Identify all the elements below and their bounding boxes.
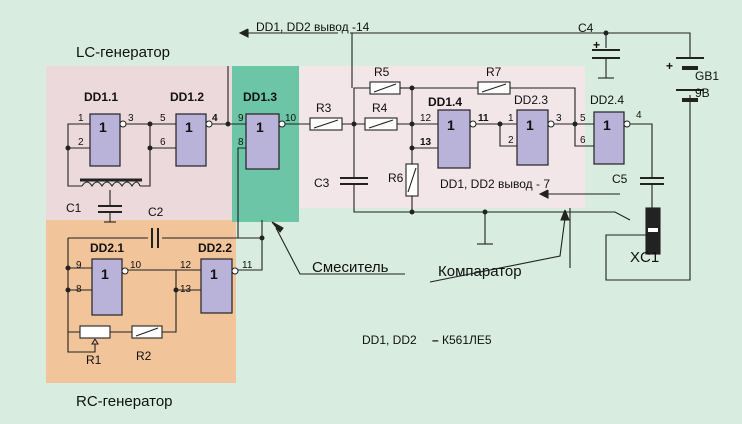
gate-symbol: 1 [603, 117, 611, 133]
pin-number: 10 [285, 113, 297, 124]
gate-dd2-3: 1 [516, 109, 555, 166]
pin-number: 12 [180, 260, 192, 271]
gate-symbol: 1 [526, 117, 534, 133]
label-c5: C5 [612, 172, 628, 186]
gate-symbol: 1 [256, 119, 264, 135]
gate-label-dd1-4: DD1.4 [428, 95, 462, 109]
label-c4-plus: + [593, 38, 600, 52]
gate-dd1-3: 1 [245, 113, 286, 170]
label-gb1: GB1 [695, 69, 719, 83]
pin-number: 3 [128, 113, 134, 124]
label-xc1: XC1 [630, 249, 659, 266]
pin-number: 5 [160, 113, 166, 124]
pin-number: 13 [180, 284, 192, 295]
pin-number: 5 [580, 113, 586, 124]
pin-number: 4 [636, 110, 642, 121]
pin-number: 3 [556, 113, 562, 124]
gate-label-dd1-1: DD1.1 [84, 90, 118, 104]
label-c1: C1 [66, 201, 82, 215]
label-r1: R1 [86, 353, 102, 367]
label-c3: C3 [314, 176, 330, 190]
gate-label-dd1-2: DD1.2 [170, 90, 204, 104]
pin-number: 10 [130, 260, 142, 271]
pin-number: 13 [420, 137, 432, 148]
gate-label-dd2-1: DD2.1 [90, 241, 124, 255]
pin-number: 8 [76, 284, 82, 295]
gate-dd2-1: 1 [91, 258, 129, 316]
label-gb1-voltage: 9В [695, 86, 710, 100]
junction-dots [65, 30, 609, 293]
ground-pin-note: DD1, DD2 вывод - 7 [440, 177, 550, 191]
gate-label-dd2-4: DD2.4 [590, 93, 624, 107]
pin-number: 2 [78, 137, 84, 148]
pin-number: 1 [508, 113, 514, 124]
pin-number: 4 [212, 113, 218, 124]
label-c2: C2 [148, 205, 164, 219]
label-r5: R5 [374, 65, 390, 79]
gate-label-dd2-3: DD2.3 [514, 93, 548, 107]
pin-number: 6 [160, 137, 166, 148]
pin-number: 9 [238, 113, 244, 124]
gate-dd1-4: 1 [437, 109, 477, 169]
label-r4: R4 [372, 101, 388, 115]
pin-number: 11 [478, 113, 489, 124]
label-r7: R7 [486, 65, 502, 79]
gate-label-dd1-3: DD1.3 [243, 90, 277, 104]
mixer-title: Смеситель [312, 259, 389, 276]
label-c4: C4 [578, 21, 594, 35]
label-gb1-plus: + [666, 59, 673, 73]
gate-dd1-1: 1 [89, 113, 127, 167]
gate-dd2-4: 1 [593, 111, 631, 165]
chip-type-prefix: DD1, DD2 [362, 333, 417, 347]
label-r2: R2 [136, 349, 152, 363]
pin-numbers: 1 2 3 5 6 4 9 8 10 12 13 11 1 2 3 5 6 4 … [76, 110, 642, 295]
gate-symbol: 1 [447, 117, 455, 133]
comparator-title: Компаратор [438, 263, 522, 280]
pin-number: 11 [242, 260, 253, 271]
chip-type: К561ЛЕ5 [442, 333, 492, 347]
gate-symbol: 1 [185, 119, 193, 135]
gate-dd2-2: 1 [200, 258, 239, 314]
gate-symbol: 1 [99, 119, 107, 135]
pin-number: 1 [78, 113, 84, 124]
rc-generator-title: RC-генератор [76, 393, 173, 410]
gate-label-dd2-2: DD2.2 [198, 241, 232, 255]
pin-number: 8 [238, 137, 244, 148]
pin-number: 12 [420, 113, 432, 124]
chip-type-dash: – [432, 333, 439, 347]
pin-number: 2 [508, 135, 514, 146]
pin-number: 9 [76, 260, 82, 271]
label-r3: R3 [316, 101, 332, 115]
power-pin-note: DD1, DD2 вывод -14 [256, 20, 370, 34]
lc-generator-title: LC-генератор [76, 44, 170, 61]
pin-number: 6 [580, 135, 586, 146]
gate-symbol: 1 [101, 266, 109, 282]
gate-symbol: 1 [210, 266, 218, 282]
label-r6: R6 [388, 171, 404, 185]
